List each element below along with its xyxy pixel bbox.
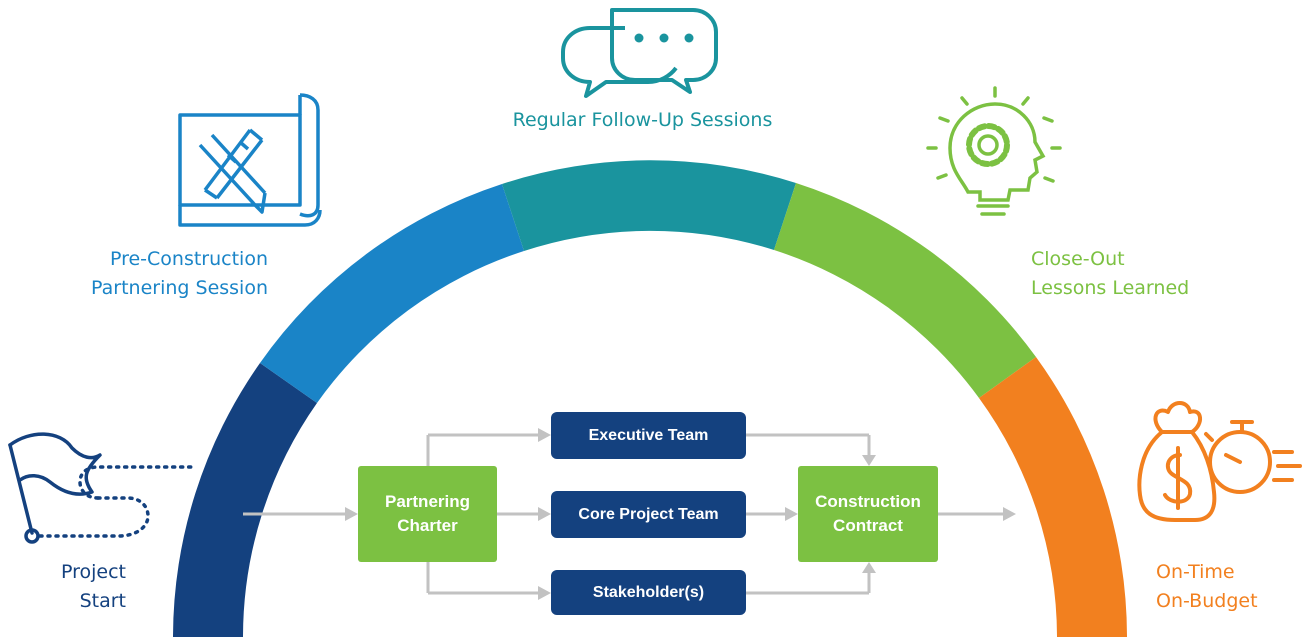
core-project-team-box: Core Project Team — [551, 491, 746, 538]
executive-team-box: Executive Team — [551, 412, 746, 459]
arch-segment-orange — [979, 357, 1127, 637]
flag-path-icon — [8, 432, 197, 544]
blueprint-tools-icon — [178, 93, 322, 227]
box-label-line: Contract — [833, 516, 903, 535]
stage-label-line: Start — [79, 590, 126, 612]
box-label: Executive Team — [588, 426, 709, 444]
construction-contract-box: Construction Contract — [798, 466, 938, 562]
stage-label-pre-construction: Pre-Construction Partnering Session — [60, 245, 268, 303]
arch-segment-green — [774, 183, 1036, 398]
stage-label-on-time: On-Time On-Budget — [1156, 558, 1296, 616]
stage-label-line: On-Time — [1156, 561, 1235, 583]
arch-segment-teal — [502, 160, 796, 251]
arch-segment-blue — [260, 184, 524, 403]
stage-label-line: Pre-Construction — [109, 248, 268, 270]
box-label: Stakeholder(s) — [592, 583, 705, 601]
flow-connectors — [243, 433, 1005, 595]
arch-segment-navy — [173, 363, 317, 637]
stage-label-project-start: Project Start — [40, 558, 126, 616]
box-label-line: Construction — [815, 492, 921, 511]
stage-label-close-out: Close-Out Lessons Learned — [1031, 245, 1231, 303]
box-label: Core Project Team — [578, 505, 719, 523]
partnering-charter-box: Partnering Charter — [358, 466, 497, 562]
stage-label-follow-up: Regular Follow-Up Sessions — [470, 106, 815, 135]
stage-label-line: Regular Follow-Up Sessions — [512, 109, 773, 131]
arch — [173, 160, 1127, 637]
speech-bubbles-icon — [561, 8, 718, 98]
flow-arrowheads — [345, 428, 1016, 600]
box-label-line: Partnering — [384, 492, 471, 511]
stage-label-line: Partnering Session — [91, 277, 268, 299]
stage-label-line: Project — [60, 561, 126, 583]
stakeholders-box: Stakeholder(s) — [551, 570, 746, 615]
stage-label-line: Lessons Learned — [1031, 277, 1190, 299]
box-label-line: Charter — [397, 516, 458, 535]
stage-label-line: On-Budget — [1156, 590, 1258, 612]
lightbulb-gear-icon — [926, 86, 1062, 216]
money-bag-stopwatch-icon — [1137, 401, 1302, 522]
stage-label-line: Close-Out — [1031, 248, 1125, 270]
